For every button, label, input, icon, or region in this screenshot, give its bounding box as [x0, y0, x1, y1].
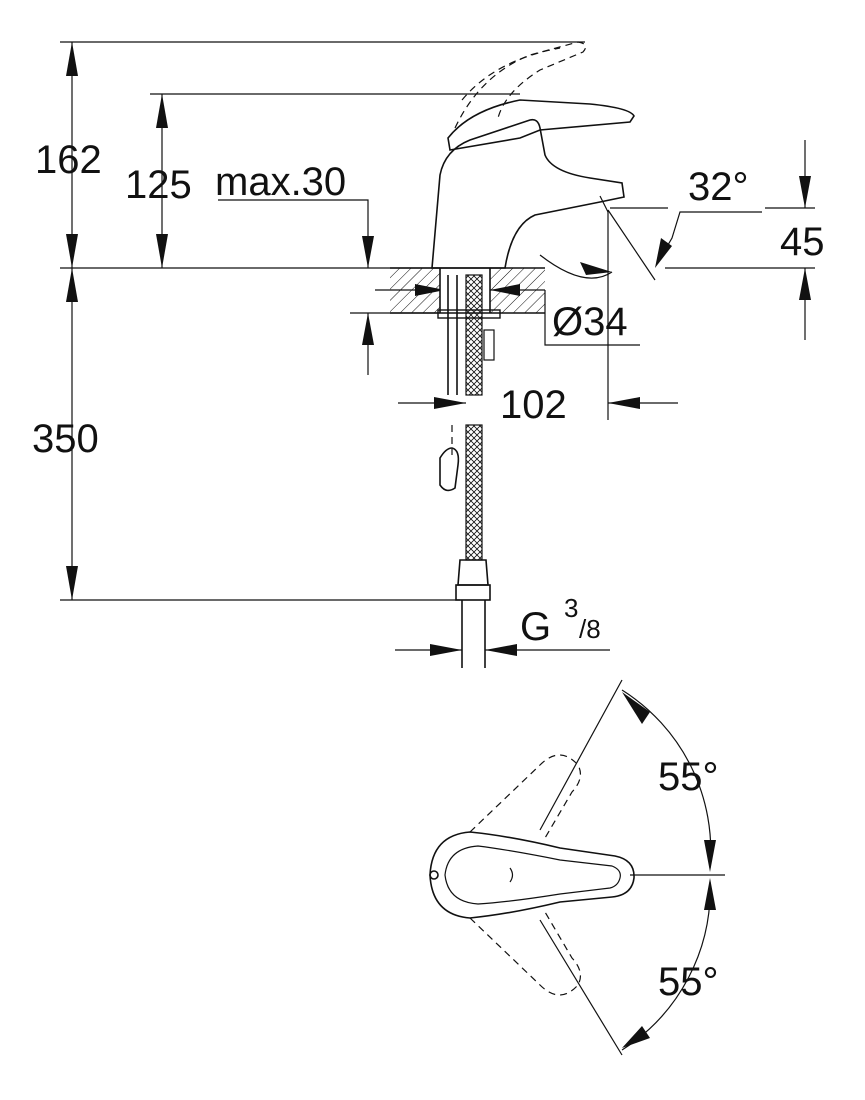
arrow-icon: [362, 236, 374, 268]
arrow-icon: [799, 176, 811, 208]
dim-line-max30: [218, 199, 369, 268]
arrow-icon: [580, 262, 612, 275]
lever-raised-outline: [454, 41, 587, 129]
pull-knob: [439, 447, 460, 492]
label-125: 125: [125, 163, 192, 207]
faucet-lever: [447, 99, 635, 151]
fixing-plate: [437, 309, 501, 319]
arrow-icon: [704, 840, 716, 872]
arrow-icon: [622, 1026, 650, 1048]
side-view: 162 125 max.30 32° 45 Ø34 102 350 G 3 /8: [32, 41, 825, 668]
rotation-ray-down: [539, 919, 623, 1056]
label-g: G: [520, 605, 551, 649]
arrow-icon: [608, 397, 640, 409]
label-32-degrees: 32°: [688, 165, 749, 209]
faucet-top-outline: [429, 831, 635, 919]
angle-ray-32: [607, 209, 656, 281]
arrow-icon: [362, 313, 374, 345]
faucet-body: [431, 118, 625, 269]
top-view: 55° 55°: [429, 679, 725, 1056]
indicator-dot: [429, 870, 439, 880]
supply-hose-upper: [465, 274, 483, 396]
arrow-icon: [66, 566, 78, 600]
label-162: 162: [35, 138, 102, 182]
label-g-numerator: 3: [564, 593, 578, 623]
rotation-ray-up: [539, 679, 623, 831]
label-55-up: 55°: [658, 755, 719, 799]
arrow-icon: [430, 644, 462, 656]
arrow-icon: [156, 94, 168, 128]
label-55-down: 55°: [658, 960, 719, 1004]
faucet-top-inner: [444, 845, 621, 905]
lever-swing-right-outline: [469, 911, 582, 996]
arrow-icon: [655, 238, 672, 268]
angle-arc-32-left: [539, 254, 613, 279]
lever-raised-outline-inner: [461, 47, 561, 101]
label-g-denominator: /8: [579, 614, 601, 644]
label-d34: Ø34: [552, 300, 628, 344]
label-max30: max.30: [215, 160, 346, 204]
label-350: 350: [32, 417, 99, 461]
label-45: 45: [780, 220, 825, 264]
g38-connector: [455, 584, 491, 601]
arrow-icon: [485, 644, 517, 656]
lever-mark: [509, 867, 514, 883]
arrow-icon: [156, 234, 168, 268]
lever-swing-left-outline: [469, 754, 582, 839]
hose-nut: [457, 559, 489, 586]
arrow-icon: [66, 42, 78, 76]
label-102: 102: [500, 383, 567, 427]
aerator: [599, 195, 609, 213]
arrow-icon: [799, 268, 811, 300]
angle-arc-32-right: [657, 211, 762, 263]
arrow-icon: [704, 878, 716, 910]
arrow-icon: [66, 234, 78, 268]
arrow-icon: [434, 397, 466, 409]
supply-hose-lower: [465, 424, 483, 561]
arrow-icon: [66, 268, 78, 302]
arrow-icon: [622, 692, 650, 724]
lift-rod-clip: [483, 329, 495, 361]
